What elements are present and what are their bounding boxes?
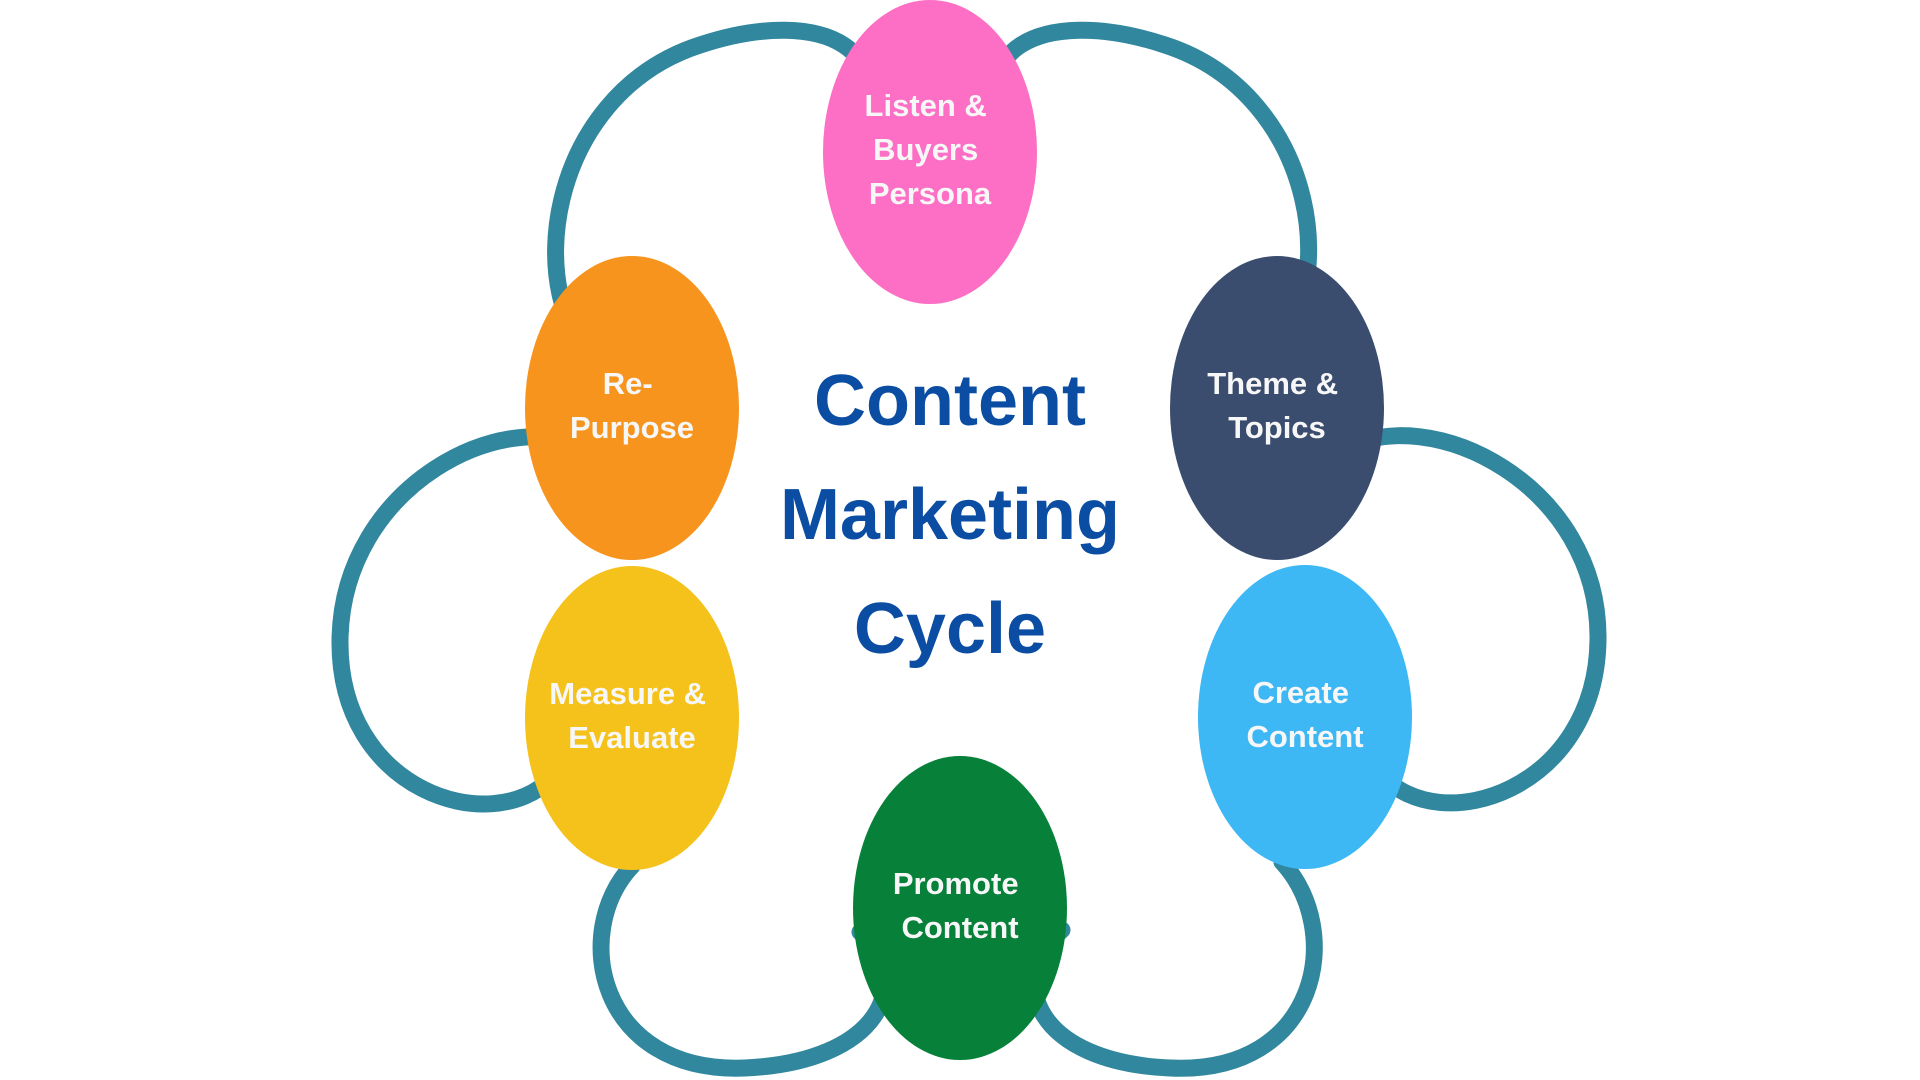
- petal-arc-right: [1334, 427, 1607, 812]
- node-shape-theme-topics[interactable]: [1170, 256, 1384, 560]
- node-shape-measure-evaluate[interactable]: [525, 566, 739, 870]
- node-re-purpose[interactable]: Re- Purpose: [525, 256, 739, 560]
- center-title-line-2: Marketing: [780, 475, 1120, 555]
- node-label-line: Re-: [603, 366, 653, 401]
- node-label-theme-topics: Theme & Topics: [1207, 366, 1347, 445]
- node-label-listen-buyers-persona: Listen & Buyers Persona: [865, 88, 996, 211]
- node-label-re-purpose: Re- Purpose: [570, 366, 694, 445]
- node-label-line: Topics: [1228, 410, 1326, 445]
- center-title-line-1: Content: [814, 361, 1086, 441]
- node-measure-evaluate[interactable]: Measure & Evaluate: [525, 566, 739, 870]
- node-promote-content[interactable]: Promote Content: [853, 756, 1067, 1060]
- node-label-line: Create: [1252, 675, 1349, 710]
- petal-arc-bottom-right: [1026, 853, 1323, 1077]
- node-shape-listen-buyers-persona[interactable]: [823, 0, 1037, 304]
- petal-arc-bottom-left: [592, 857, 894, 1077]
- node-label-line: Content: [1246, 719, 1363, 754]
- cycle-nodes: Listen & Buyers Persona Theme & Topics C…: [525, 0, 1412, 1060]
- node-listen-buyers-persona[interactable]: Listen & Buyers Persona: [823, 0, 1037, 304]
- node-shape-promote-content[interactable]: [853, 756, 1067, 1060]
- node-label-line: Evaluate: [568, 720, 696, 755]
- node-label-create-content: Create Content: [1246, 675, 1363, 754]
- node-label-line: Theme &: [1207, 366, 1338, 401]
- petal-arc-left: [331, 428, 604, 813]
- node-create-content[interactable]: Create Content: [1198, 565, 1412, 869]
- node-label-line: Content: [901, 910, 1018, 945]
- node-label-line: Listen &: [865, 88, 987, 123]
- node-shape-re-purpose[interactable]: [525, 256, 739, 560]
- node-theme-topics[interactable]: Theme & Topics: [1170, 256, 1384, 560]
- node-label-promote-content: Promote Content: [893, 866, 1027, 945]
- node-shape-create-content[interactable]: [1198, 565, 1412, 869]
- center-title-line-3: Cycle: [854, 589, 1046, 669]
- node-label-line: Promote: [893, 866, 1019, 901]
- node-label-line: Persona: [869, 176, 992, 211]
- center-title: Content Marketing Cycle: [780, 361, 1120, 669]
- node-label-line: Purpose: [570, 410, 694, 445]
- node-label-line: Measure &: [549, 676, 706, 711]
- node-label-line: Buyers: [873, 132, 978, 167]
- node-label-measure-evaluate: Measure & Evaluate: [549, 676, 714, 755]
